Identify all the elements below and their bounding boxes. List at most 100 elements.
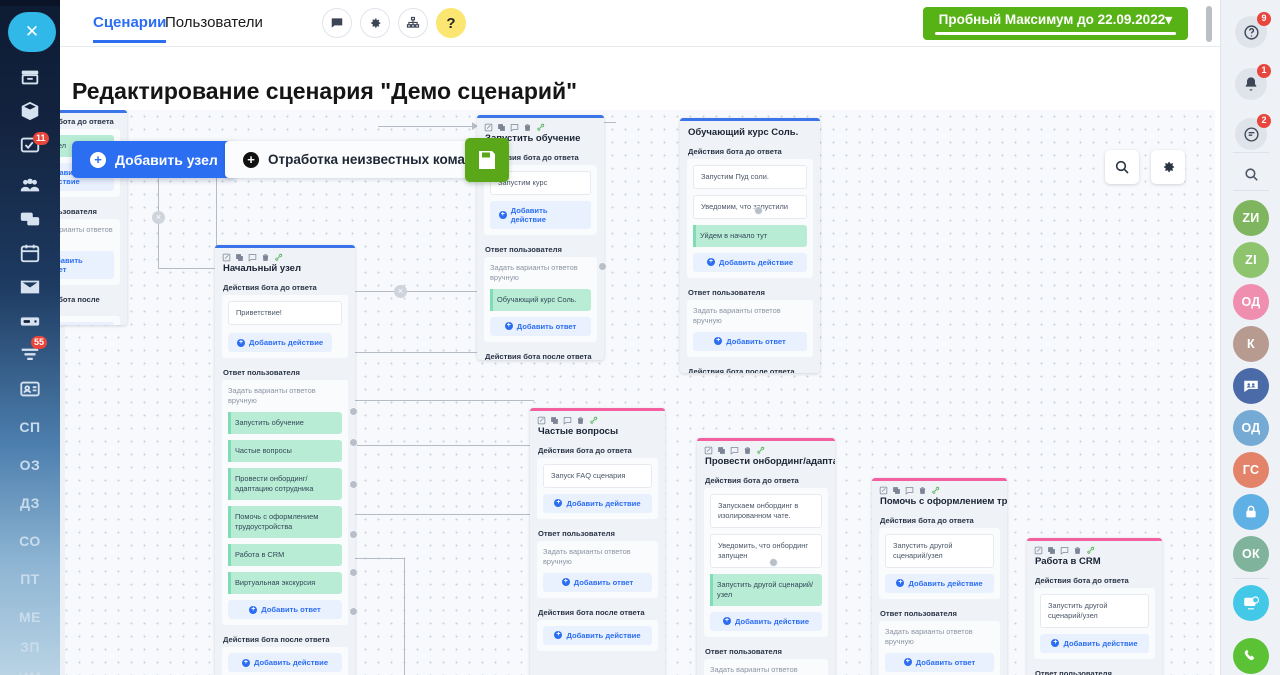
sidebar-item-oz[interactable]: ОЗ xyxy=(0,448,60,482)
connector-dot[interactable] xyxy=(349,607,358,616)
action-pill[interactable]: Запуск FAQ сценария xyxy=(543,464,652,488)
page-scrollbar-thumb[interactable] xyxy=(1206,6,1212,42)
tab-scenarios[interactable]: Сценарии xyxy=(93,14,167,43)
avatar[interactable]: ОД xyxy=(1233,284,1269,320)
connector-dot[interactable] xyxy=(769,558,778,567)
answer-pill[interactable]: Запустить обучение xyxy=(228,412,342,435)
sidebar-item-box[interactable] xyxy=(0,94,60,128)
connector-dot[interactable] xyxy=(598,262,607,271)
action-pill[interactable]: Запустить другой сценарий/узел xyxy=(885,534,994,568)
edit-icon[interactable] xyxy=(704,446,713,455)
edit-icon[interactable] xyxy=(1034,546,1043,555)
sidebar-item-contacts[interactable] xyxy=(0,168,60,202)
action-pill[interactable]: Запустим курс xyxy=(490,171,591,195)
copy-icon[interactable] xyxy=(1047,546,1056,555)
node-toolbar[interactable] xyxy=(477,118,604,133)
connector-dot[interactable] xyxy=(349,568,358,577)
link-icon[interactable] xyxy=(756,446,765,455)
add-action-button[interactable]: +Добавить действие xyxy=(1040,633,1149,653)
sidebar-item-co[interactable]: СО xyxy=(0,524,60,558)
notifications-button[interactable]: 1 xyxy=(1235,64,1271,100)
add-answer-button[interactable]: +Добавить ответ xyxy=(490,316,591,336)
node-card-faq[interactable]: Частые вопросы Действия бота до ответа З… xyxy=(530,408,665,675)
comment-icon[interactable] xyxy=(905,486,914,495)
chat-icon-button[interactable] xyxy=(322,8,352,38)
add-action-button[interactable]: +Добавить действие xyxy=(885,573,994,593)
help-icon-button[interactable]: ? xyxy=(436,8,466,38)
comment-icon[interactable] xyxy=(248,253,257,262)
avatar-phone[interactable] xyxy=(1233,638,1269,674)
avatar[interactable]: ZI xyxy=(1233,242,1269,278)
node-toolbar[interactable] xyxy=(697,441,835,456)
trash-icon[interactable] xyxy=(261,253,270,262)
add-answer-button[interactable]: +Добавить ответ xyxy=(60,250,114,279)
edit-icon[interactable] xyxy=(222,253,231,262)
add-action-button[interactable]: +Добавить действие xyxy=(490,200,591,229)
messages-button[interactable]: 2 xyxy=(1235,114,1271,150)
avatar-desktop-share[interactable] xyxy=(1233,585,1269,621)
connector-dot[interactable] xyxy=(349,438,358,447)
edit-icon[interactable] xyxy=(537,416,546,425)
node-toolbar[interactable] xyxy=(872,481,1007,496)
link-icon[interactable] xyxy=(931,486,940,495)
tab-users[interactable]: Пользователи xyxy=(165,14,263,31)
add-answer-button[interactable]: +Добавить ответ xyxy=(693,331,807,351)
node-card-crm[interactable]: Работа в CRM Действия бота до ответа Зап… xyxy=(1027,538,1162,675)
save-button[interactable] xyxy=(465,138,509,182)
add-action-button[interactable]: +Добавить действие xyxy=(228,333,333,353)
sitemap-icon-button[interactable] xyxy=(398,8,428,38)
node-card-start[interactable]: Начальный узел Действия бота до ответа П… xyxy=(215,245,355,675)
comment-icon[interactable] xyxy=(510,123,519,132)
link-icon[interactable] xyxy=(536,123,545,132)
copy-icon[interactable] xyxy=(550,416,559,425)
copy-icon[interactable] xyxy=(717,446,726,455)
connector-dot[interactable] xyxy=(349,407,358,416)
edge-delete-handle[interactable]: × xyxy=(394,285,407,298)
add-answer-button[interactable]: +Добавить ответ xyxy=(228,600,342,620)
comment-icon[interactable] xyxy=(730,446,739,455)
answer-pill[interactable]: Провести онбординг/ адаптацию сотрудника xyxy=(228,468,342,501)
connector-dot[interactable] xyxy=(349,530,358,539)
trash-icon[interactable] xyxy=(576,416,585,425)
sidebar-item-chats[interactable] xyxy=(0,202,60,236)
add-action-button[interactable]: +Добавить действие xyxy=(710,611,822,631)
link-icon[interactable] xyxy=(274,253,283,262)
sidebar-item-mail[interactable] xyxy=(0,270,60,304)
canvas-settings-button[interactable] xyxy=(1151,150,1185,184)
comment-icon[interactable] xyxy=(1060,546,1069,555)
action-pill[interactable]: Уведомить, что онбординг запущен xyxy=(710,533,822,568)
answer-pill[interactable]: Частые вопросы xyxy=(228,440,342,463)
link-icon[interactable] xyxy=(589,416,598,425)
scenario-canvas[interactable]: × × × Действия бота до ответа …ый узел +… xyxy=(60,110,1215,675)
sidebar-item-drive[interactable] xyxy=(0,304,60,338)
link-icon[interactable] xyxy=(1086,546,1095,555)
copy-icon[interactable] xyxy=(235,253,244,262)
answer-pill[interactable]: Виртуальная экскурсия xyxy=(228,572,342,595)
node-toolbar[interactable] xyxy=(1027,541,1162,556)
answer-pill[interactable]: Помочь с оформлением трудоустройства xyxy=(228,506,342,539)
sidebar-item-calendar[interactable] xyxy=(0,236,60,270)
sidebar-item-im[interactable]: ИМ xyxy=(0,660,60,675)
add-answer-button[interactable]: +Добавить ответ xyxy=(543,572,652,592)
sidebar-item-tasks[interactable]: 11 xyxy=(0,128,60,162)
add-action-button[interactable]: +Добавить действие xyxy=(543,493,652,513)
avatar[interactable]: ZИ xyxy=(1233,200,1269,236)
avatar[interactable]: ОД xyxy=(1233,410,1269,446)
comment-icon[interactable] xyxy=(563,416,572,425)
avatar[interactable]: ОК xyxy=(1233,536,1269,572)
trash-icon[interactable] xyxy=(743,446,752,455)
node-card-onboarding[interactable]: Провести онбординг/адапта… Действия бота… xyxy=(697,438,835,675)
action-pill[interactable]: Уведомим, что запустили xyxy=(693,194,807,219)
action-pill[interactable]: Запустить другой сценарий/узел xyxy=(710,573,822,606)
node-toolbar[interactable] xyxy=(215,248,355,263)
rail-close-button[interactable]: ✕ xyxy=(8,12,56,52)
connector-dot[interactable] xyxy=(349,480,358,489)
action-pill[interactable]: Запускаем онбординг в изолированном чате… xyxy=(710,494,822,528)
search-button[interactable] xyxy=(1235,158,1267,190)
sidebar-item-pt[interactable]: ПТ xyxy=(0,562,60,596)
action-pill[interactable]: Приветствие! xyxy=(228,301,342,325)
answer-pill[interactable]: Работа в CRM xyxy=(228,544,342,567)
settings-icon-button[interactable] xyxy=(360,8,390,38)
node-card-course-salt[interactable]: Обучающий курс Соль. Действия бота до от… xyxy=(680,118,820,373)
add-action-button[interactable]: +Добавить действие xyxy=(543,625,652,645)
